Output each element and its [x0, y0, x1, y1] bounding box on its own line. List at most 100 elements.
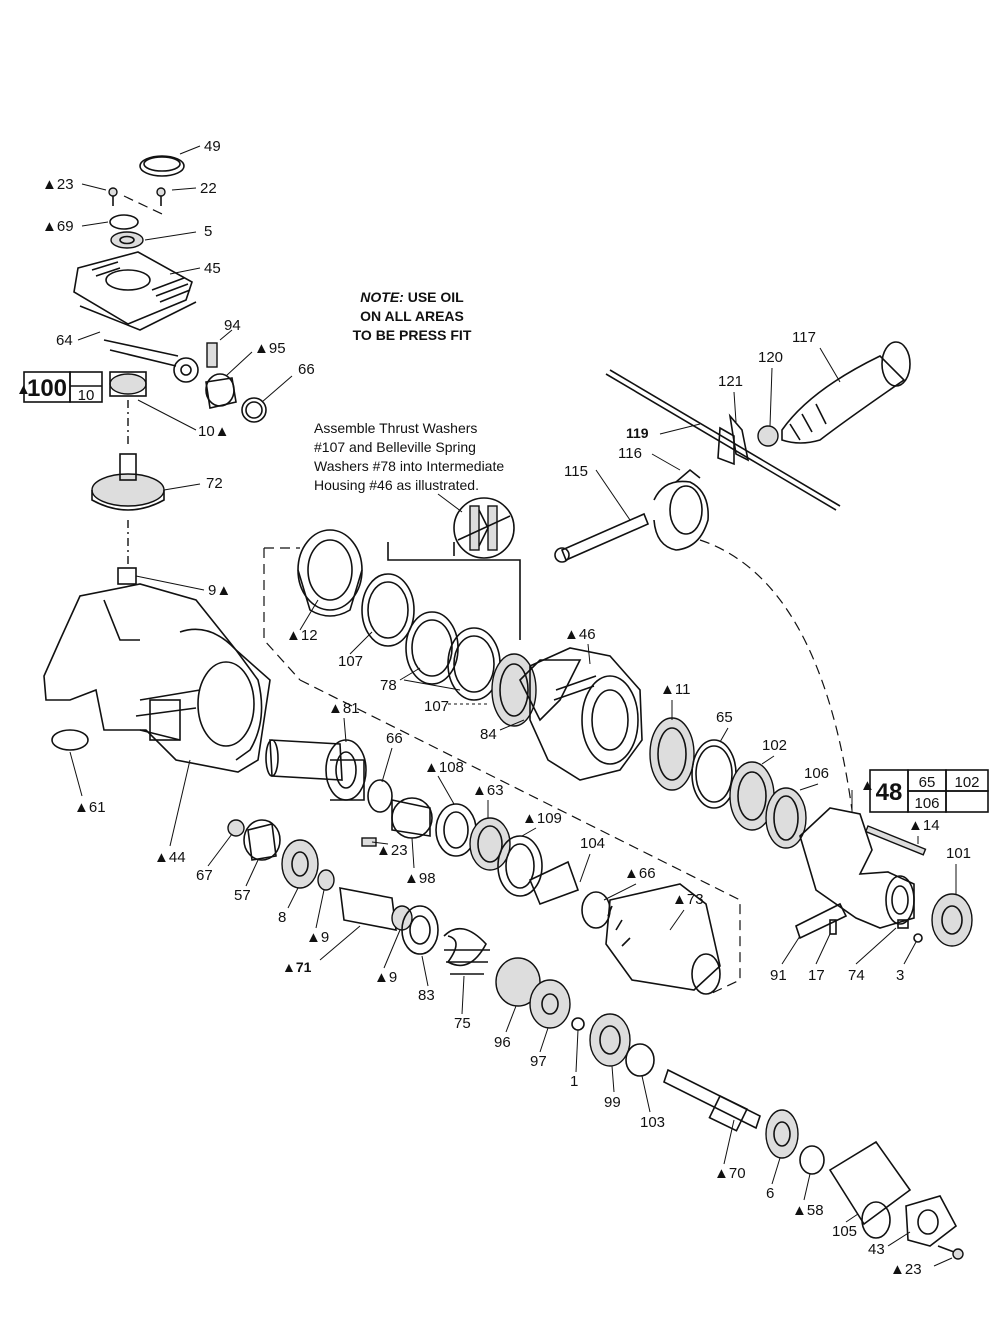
label-115: 115 [564, 463, 588, 480]
label-121: 121 [718, 373, 743, 390]
front-housing-48 [795, 807, 973, 947]
label-66-low: ▲66 [624, 865, 656, 882]
note-italic: NOTE: [360, 289, 404, 305]
label-63: ▲63 [472, 782, 504, 799]
label-98: ▲98 [404, 870, 436, 887]
kit-box-48: ▲ 48 65 102 106 [860, 769, 989, 813]
label-10: 10▲ [198, 423, 230, 440]
label-81: ▲81 [328, 700, 360, 717]
label-78: 78 [380, 677, 397, 694]
label-9-mid: ▲9 [306, 929, 329, 946]
label-44: ▲44 [154, 849, 186, 866]
handle-to-housing-path [699, 539, 853, 811]
label-99: 99 [604, 1094, 621, 1111]
intermediate-housing-46 [519, 647, 643, 781]
label-11: ▲11 [660, 681, 690, 698]
label-75: 75 [454, 1015, 471, 1032]
intermediate-group [263, 529, 741, 995]
kit-100-part-10: 10 [78, 387, 95, 404]
label-94: 94 [224, 317, 241, 334]
label-57: 57 [234, 887, 251, 904]
label-49: 49 [204, 138, 221, 155]
kit-48-part-65: 65 [919, 774, 936, 791]
label-46: ▲46 [564, 626, 596, 643]
label-43: 43 [868, 1241, 885, 1258]
oil-note: NOTE: USE OIL ON ALL AREAS TO BE PRESS F… [353, 289, 472, 343]
label-95: ▲95 [254, 340, 286, 357]
label-116: 116 [618, 445, 642, 462]
note-line2: ON ALL AREAS [360, 308, 464, 324]
note-line1: USE OIL [404, 289, 464, 305]
label-67: 67 [196, 867, 213, 884]
assembly-note-line4: Housing #46 as illustrated. [314, 477, 479, 493]
label-109: ▲109 [522, 810, 562, 827]
label-23-mid: ▲23 [376, 842, 408, 859]
label-65: 65 [716, 709, 733, 726]
label-70: ▲70 [714, 1165, 746, 1182]
label-106: 106 [804, 765, 829, 782]
label-102: 102 [762, 737, 787, 754]
label-23-top: ▲23 [42, 176, 74, 193]
label-101: 101 [946, 845, 971, 862]
kit-100-main: 100 [27, 375, 67, 402]
label-58: ▲58 [792, 1202, 824, 1219]
spindle-assembly [663, 1068, 964, 1260]
label-66-mid: 66 [386, 730, 403, 747]
side-handle-assembly [554, 341, 911, 563]
label-3: 3 [896, 967, 904, 984]
kit-48-part-106: 106 [914, 795, 939, 812]
kit-box-100: ▲ 100 10 [16, 371, 103, 404]
kit-48-part-102: 102 [954, 774, 979, 791]
label-104: 104 [580, 835, 605, 852]
leaders-other [69, 347, 957, 1267]
svg-text:▲: ▲ [860, 777, 875, 794]
label-105: 105 [832, 1223, 857, 1240]
label-72: 72 [206, 475, 223, 492]
assembly-note: Assemble Thrust Washers #107 and Bellevi… [314, 420, 504, 513]
label-9-low: ▲9 [374, 969, 397, 986]
leaders-top-left [77, 145, 293, 591]
label-117: 117 [792, 329, 816, 346]
label-61: ▲61 [74, 799, 106, 816]
crank-cover-assembly [73, 155, 267, 585]
washer-detail-inset [453, 497, 515, 559]
label-64: 64 [56, 332, 73, 349]
label-103: 103 [640, 1114, 665, 1131]
lower-left-parts [227, 819, 655, 1077]
label-17: 17 [808, 967, 825, 984]
label-23-low: ▲23 [890, 1261, 922, 1278]
kit-48-main: 48 [876, 779, 903, 806]
label-96: 96 [494, 1034, 511, 1051]
label-1: 1 [570, 1073, 578, 1090]
gear-housing-44 [43, 583, 271, 773]
assembly-note-line2: #107 and Belleville Spring [314, 439, 476, 455]
label-22: 22 [200, 180, 217, 197]
label-107-a: 107 [338, 653, 363, 670]
assembly-note-line1: Assemble Thrust Washers [314, 420, 477, 436]
label-91: 91 [770, 967, 787, 984]
label-12: ▲12 [286, 627, 318, 644]
label-119: 119 [626, 425, 649, 441]
label-66-top: 66 [298, 361, 315, 378]
assembly-note-line3: Washers #78 into Intermediate [314, 458, 504, 474]
shaft-assembly [265, 739, 721, 995]
label-73: ▲73 [672, 891, 704, 908]
label-74: 74 [848, 967, 865, 984]
label-71: ▲71 [282, 959, 312, 975]
label-120: 120 [758, 349, 783, 366]
label-14: ▲14 [908, 817, 940, 834]
label-84: 84 [480, 726, 497, 743]
part-labels: 49 ▲23 22 ▲69 5 45 64 94 ▲95 66 10▲ 72 9… [42, 138, 971, 1278]
label-9-top: 9▲ [208, 582, 231, 599]
label-107-b: 107 [424, 698, 449, 715]
label-6: 6 [766, 1185, 774, 1202]
note-line3: TO BE PRESS FIT [353, 327, 472, 343]
label-69: ▲69 [42, 218, 74, 235]
label-5: 5 [204, 223, 212, 240]
label-97: 97 [530, 1053, 547, 1070]
label-45: 45 [204, 260, 221, 277]
label-83: 83 [418, 987, 435, 1004]
bearing-row-right [649, 717, 807, 849]
svg-text:NOTE: USE OIL: NOTE: USE OIL [360, 289, 464, 305]
